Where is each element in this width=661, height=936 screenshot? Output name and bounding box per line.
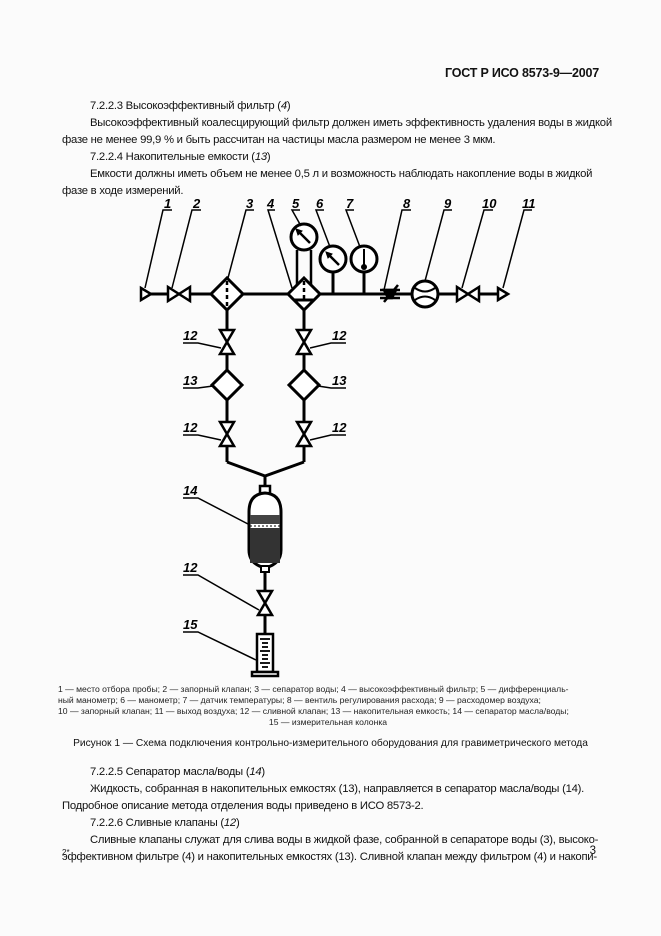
legend-line: ный манометр; 6 — манометр; 7 — датчик т…	[58, 695, 541, 705]
shutoff-valve-icon	[455, 284, 481, 304]
paragraph-line: Емкости должны иметь объем не менее 0,5 …	[90, 168, 593, 180]
label-12: 12	[332, 328, 347, 343]
label-7: 7	[346, 196, 354, 211]
temperature-sensor-icon	[349, 244, 379, 294]
figure-legend: 1 — место отбора пробы; 2 — запорный кла…	[58, 684, 598, 728]
paragraph-line: Сливные клапаны служат для слива воды в …	[90, 834, 599, 846]
section-heading: 7.2.2.4 Накопительные емкости (13)	[90, 151, 271, 163]
label-2: 2	[192, 196, 201, 211]
air-flowmeter-icon	[410, 279, 440, 309]
measuring-column-icon	[250, 632, 280, 678]
oil-water-separator-icon	[247, 484, 283, 573]
label-15: 15	[183, 617, 198, 632]
label-12: 12	[183, 328, 198, 343]
label-3: 3	[246, 196, 254, 211]
label-14: 14	[183, 483, 198, 498]
drain-valve-icon	[255, 589, 275, 617]
legend-line: 10 — запорный клапан; 11 — выход воздуха…	[58, 706, 569, 716]
label-12: 12	[332, 420, 347, 435]
paragraph-line: фазе не менее 99,9 % и быть рассчитан на…	[62, 134, 496, 146]
label-13: 13	[183, 373, 198, 388]
label-4: 4	[266, 196, 275, 211]
shutoff-valve-icon	[166, 284, 192, 304]
label-6: 6	[316, 196, 324, 211]
paragraph-line: Подробное описание метода отделения воды…	[62, 800, 424, 812]
label-10: 10	[482, 196, 497, 211]
water-separator-icon	[208, 275, 246, 313]
paragraph-line: Жидкость, собранная в накопительных емко…	[90, 783, 585, 795]
label-5: 5	[292, 196, 300, 211]
label-9: 9	[444, 196, 452, 211]
air-outlet-icon	[496, 285, 511, 303]
manometer-icon	[318, 244, 348, 294]
paragraph-line: эффективном фильтре (4) и накопительных …	[62, 851, 597, 863]
differential-manometer-icon	[289, 222, 319, 285]
label-1: 1	[164, 196, 171, 211]
flow-regulating-valve-icon	[380, 284, 400, 303]
drain-valve-icon	[217, 420, 314, 448]
figure-caption: Рисунок 1 — Схема подключения контрольно…	[73, 738, 588, 749]
section-7-2-2-5: 7.2.2.5 Сепаратор масла/воды (14) Жидкос…	[62, 764, 598, 866]
label-13: 13	[332, 373, 347, 388]
section-7-2-2-3: 7.2.2.3 Высокоэффективный фильтр (4) Выс…	[62, 98, 612, 200]
legend-line: 15 — измерительная колонка	[268, 717, 388, 727]
sample-point-icon	[139, 285, 154, 303]
high-efficiency-filter-icon	[285, 275, 323, 313]
document-header-id: ГОСТ Р ИСО 8573-9—2007	[444, 66, 599, 80]
drain-valve-icon	[217, 328, 314, 356]
paragraph-line: Высокоэффективный коалесцирующий фильтр …	[90, 117, 612, 129]
label-8: 8	[403, 196, 411, 211]
footer-sheet-mark: 2*	[62, 848, 70, 857]
section-heading: 7.2.2.6 Сливные клапаны (12)	[90, 817, 240, 829]
section-heading: 7.2.2.5 Сепаратор масла/воды (14)	[90, 766, 265, 778]
paragraph-line: фазе в ходе измерений.	[62, 185, 184, 197]
label-12: 12	[183, 560, 198, 575]
legend-line: 1 — место отбора пробы; 2 — запорный кла…	[58, 684, 569, 694]
section-heading: 7.2.2.3 Высокоэффективный фильтр (4)	[90, 100, 291, 112]
page-number: 3	[589, 845, 596, 857]
storage-vessel-icon	[209, 367, 322, 403]
label-12: 12	[183, 420, 198, 435]
label-11: 11	[522, 196, 536, 211]
